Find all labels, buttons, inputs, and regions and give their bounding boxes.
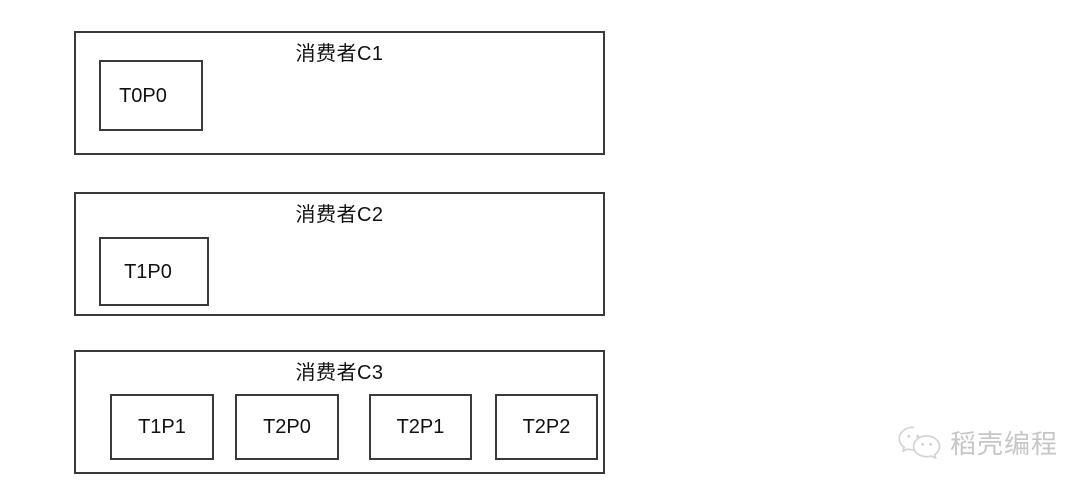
consumer-group-title: 消费者C1 — [295, 43, 384, 65]
watermark-text: 稻壳编程 — [950, 429, 1059, 459]
consumer-group-title: 消费者C2 — [295, 204, 384, 226]
partition-label: T2P1 — [396, 416, 445, 438]
partition-label: T2P2 — [522, 416, 571, 438]
partition-box: T2P1 — [369, 394, 472, 460]
partition-label: T1P0 — [124, 260, 172, 283]
partition-box: T2P0 — [235, 394, 339, 460]
watermark: 稻壳编程 — [897, 424, 1058, 464]
partition-label: T0P0 — [119, 84, 167, 107]
consumer-group-c2: 消费者C2 T1P0 — [74, 192, 605, 316]
partition-box: T1P1 — [110, 394, 214, 460]
consumer-group-c3: 消费者C3 T1P1 T2P0 T2P1 T2P2 — [74, 350, 605, 474]
partition-label: T2P0 — [263, 416, 311, 438]
consumer-group-title: 消费者C3 — [295, 362, 384, 384]
wechat-icon — [897, 424, 943, 464]
partition-label: T1P1 — [138, 416, 186, 438]
consumer-group-c1: 消费者C1 T0P0 — [74, 31, 605, 155]
partition-box: T0P0 — [99, 60, 203, 131]
partition-box: T2P2 — [495, 394, 598, 460]
partition-box: T1P0 — [99, 237, 209, 306]
